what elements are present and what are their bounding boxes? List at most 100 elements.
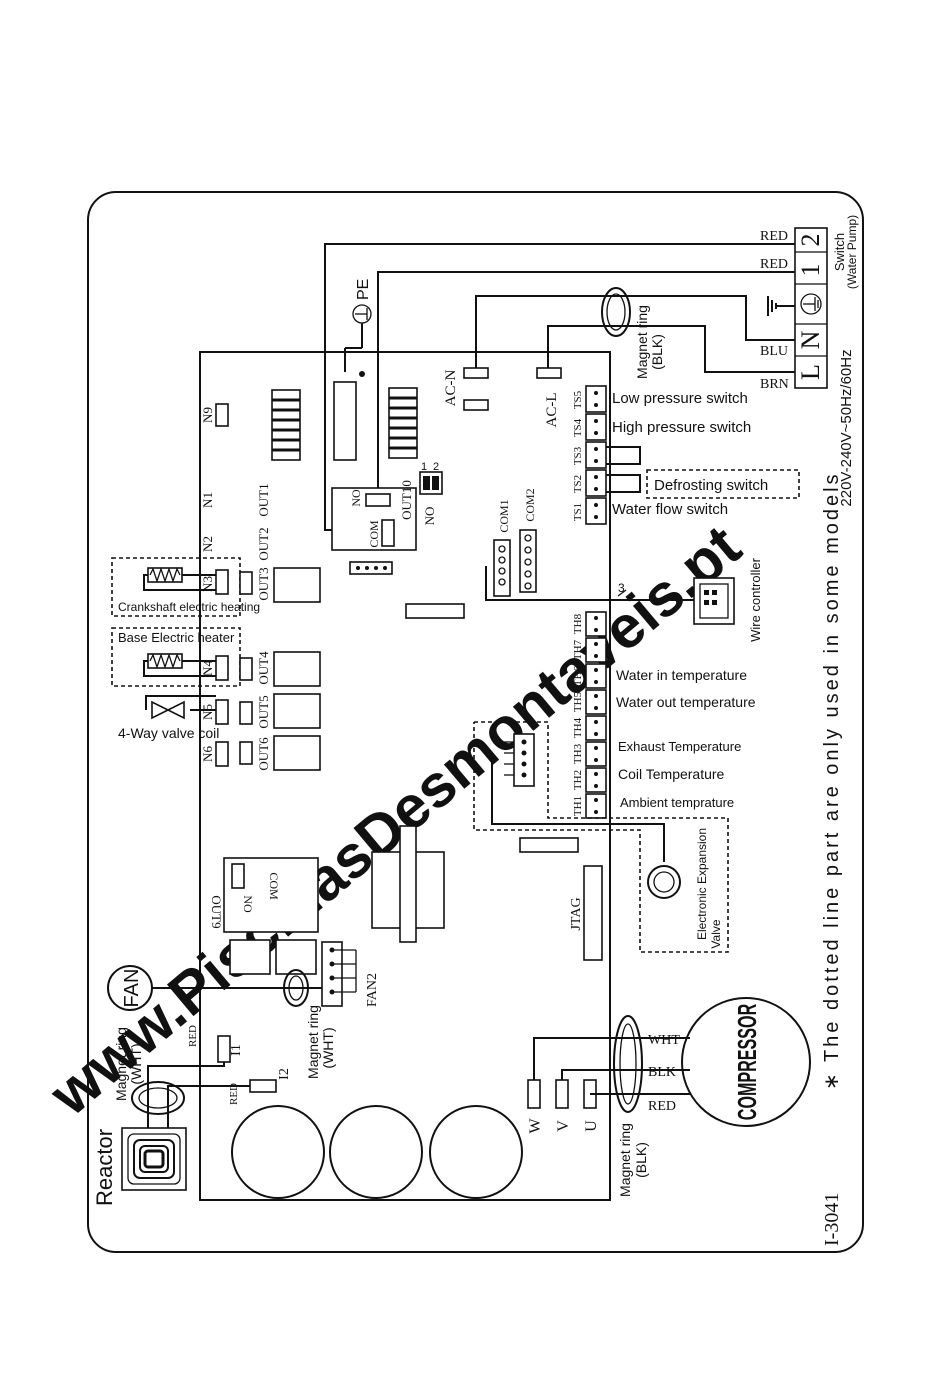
n4-connector (215, 655, 229, 681)
th3-label: TH3 (572, 743, 584, 764)
wire-brn (547, 325, 795, 373)
reactor-icon (121, 1127, 187, 1191)
pe-label: PE (355, 279, 372, 300)
wire-blu (475, 295, 795, 368)
reactor-label: Reactor (92, 1129, 117, 1206)
n3-label: N3 (200, 576, 215, 592)
ts2-label: TS2 (572, 475, 584, 493)
u-label: U (583, 1120, 600, 1132)
out5-relay (273, 693, 321, 729)
exhaust-label: Exhaust Temperature (618, 739, 741, 754)
magnet-ring-fan-color: (WHT) (320, 1027, 336, 1068)
out5-label: OUT5 (256, 695, 271, 728)
inductor-coil-right (388, 387, 418, 459)
wire-red-2 (377, 271, 795, 500)
out3-label: OUT3 (256, 567, 271, 600)
jtag-connector (583, 865, 603, 961)
switch-label: Switch (832, 233, 847, 271)
magnet-ring-compressor-label: Magnet ring (617, 1123, 633, 1197)
th6-label: TH6 (572, 665, 584, 686)
wire-brn: BRN (760, 377, 789, 392)
base-heater-dashed-box (111, 627, 241, 687)
i2-label: I2 (277, 1068, 292, 1080)
eev-dashed-outline (473, 721, 729, 953)
magnet-ring-top-color: (BLK) (649, 334, 665, 370)
out3-relay (273, 567, 321, 603)
eev-cable (491, 760, 665, 862)
i1-label: I1 (229, 1044, 244, 1056)
expansion-valve-icon (647, 865, 681, 899)
ts4-label: TS4 (572, 418, 584, 437)
base-heater-icon (143, 652, 216, 677)
compressor-blk-label: BLK (648, 1065, 676, 1080)
n9-connector (215, 403, 229, 427)
magnet-ring-reactor-color: (WHT) (128, 1043, 144, 1084)
power-terminal-block: 2 1 N L (794, 227, 828, 389)
jtag-label: JTAG (569, 897, 584, 930)
out10-com-label: COM (367, 520, 381, 548)
out6-relay (273, 735, 321, 771)
ground-terminal-icon (800, 293, 822, 315)
out3-connector (239, 571, 253, 595)
out1-label: OUT1 (256, 483, 271, 516)
footnote-label: ∗ The dotted line part are only used in … (821, 471, 843, 1090)
crankshaft-heater-icon (143, 566, 216, 591)
base-heater-label: Base Electric heater (118, 630, 235, 645)
power-spec-label: 220V-240V~50Hz/60Hz (838, 349, 855, 506)
compressor-icon (681, 997, 811, 1127)
n1-label: N1 (200, 492, 215, 508)
n6-connector (215, 741, 229, 767)
water-out-label: Water out temperature (616, 694, 756, 710)
flat-connector-top (405, 603, 465, 619)
magnet-ring-compressor-icon (613, 1015, 643, 1113)
capacitor-3 (429, 1105, 523, 1199)
ac-l-label: AC-L (544, 393, 560, 428)
reactor-wire-1 (147, 1062, 225, 1132)
low-pressure-label: Low pressure switch (612, 390, 748, 407)
dip-label-1: 1 (421, 461, 427, 473)
th7-label: TH7 (572, 639, 584, 660)
high-pressure-label: High pressure switch (612, 419, 751, 436)
out9-label: OUT9 (209, 895, 224, 928)
compressor-red-label: RED (648, 1099, 676, 1114)
ts2-wire (606, 474, 641, 493)
wire-blu: BLU (760, 344, 788, 359)
reactor-wire-2 (167, 1085, 250, 1132)
ts-terminals (585, 385, 607, 525)
ac-n-connector (463, 367, 489, 379)
out4-relay (273, 651, 321, 687)
coil-label: Coil Temperature (618, 766, 725, 782)
com2-connector (519, 529, 537, 593)
capacitor-2 (329, 1105, 423, 1199)
water-flow-label: Water flow switch (612, 501, 728, 518)
n4-label: N4 (200, 660, 215, 676)
magnet-ring-compressor-color: (BLK) (633, 1142, 649, 1178)
eev-connector (513, 733, 535, 787)
dip-no-label: NO (422, 507, 437, 526)
th-terminals (585, 611, 607, 819)
out10-no-label: NO (349, 489, 363, 507)
th5-label: TH5 (572, 691, 584, 712)
out4-connector (239, 657, 253, 681)
ts1-label: TS1 (572, 503, 584, 521)
capacitor-box-left (229, 939, 271, 975)
flat-connector-mid (519, 837, 579, 853)
th1-label: TH1 (572, 796, 584, 816)
out6-label: OUT6 (256, 737, 271, 771)
inductor-coil-left (271, 389, 301, 461)
four-way-label: 4-Way valve coil (118, 725, 219, 741)
diagram-frame (87, 191, 864, 1253)
ts3-label: TS3 (572, 446, 584, 465)
out2-label: OUT2 (256, 527, 271, 560)
crankshaft-label: Crankshaft electric heating (118, 600, 260, 614)
wire-red-second: RED (760, 257, 788, 272)
ac-l-connector (536, 367, 562, 379)
magnet-ring-reactor-label: Magnet ring (113, 1027, 129, 1101)
compressor-wire-wht (533, 1037, 690, 1080)
ts5-label: TS5 (572, 390, 584, 409)
magnet-ring-top-icon (601, 287, 631, 337)
n3-connector (215, 569, 229, 595)
terminal-n-label: N (796, 330, 825, 349)
dip-label-2: 2 (433, 461, 439, 473)
electronic-expansion-label: Electronic Expansion (695, 828, 709, 940)
